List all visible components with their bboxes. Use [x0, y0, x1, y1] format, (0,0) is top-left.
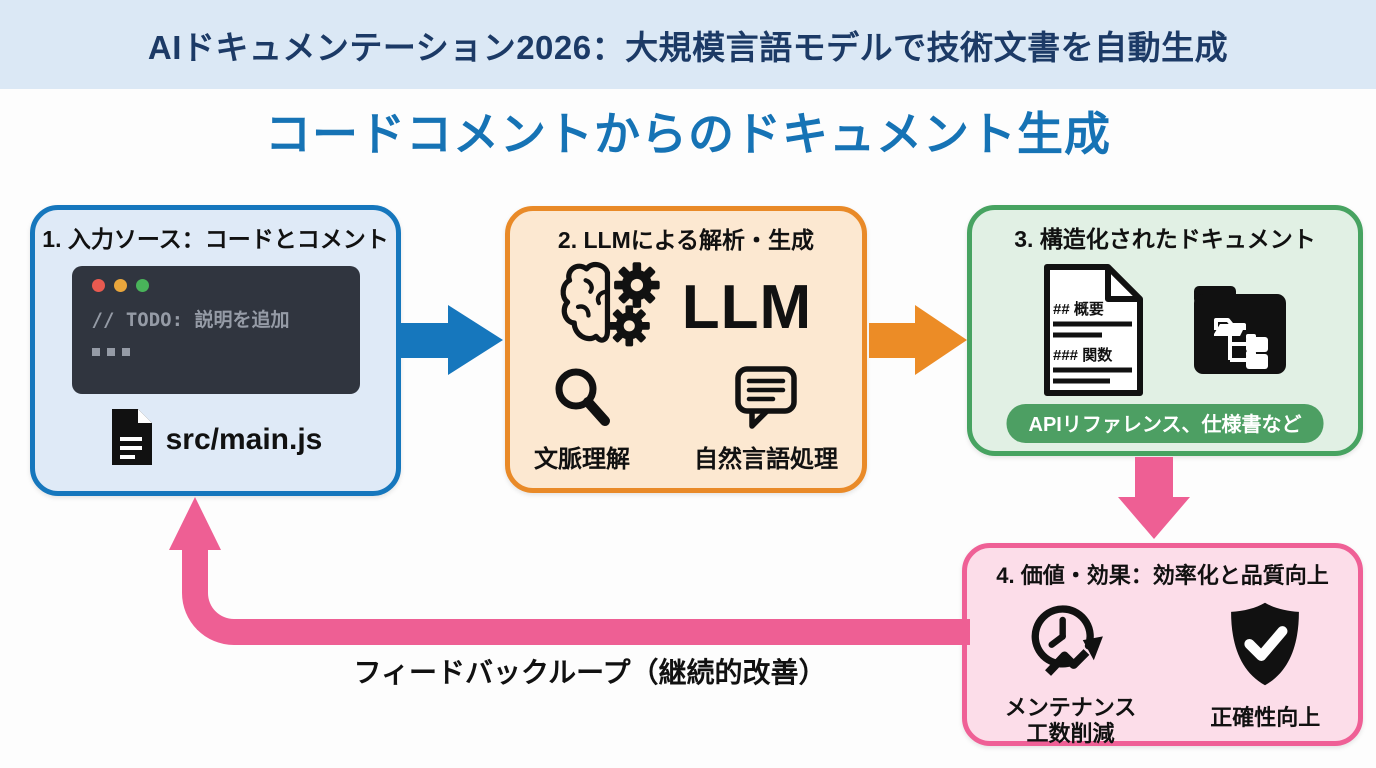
arrow-step1-to-step2: [401, 305, 503, 375]
feedback-loop-label: フィードバックループ（継続的改善）: [353, 657, 827, 688]
benefit-maintenance-label: メンテナンス 工数削減: [1005, 695, 1137, 748]
clock-trend-icon: [1024, 598, 1116, 689]
code-ellipsis: [91, 348, 344, 356]
doc-heading-overview: ## 概要: [1053, 301, 1104, 318]
arrow-step3-to-step4: [1118, 457, 1190, 539]
capability-context: 文脈理解: [534, 364, 630, 474]
code-editor-window: // TODO: 説明を追加: [71, 266, 360, 394]
folder-tree-icon: [1190, 280, 1290, 383]
window-minimize-dot: [113, 279, 127, 292]
step4-title: 4. 価値・効果：効率化と品質向上: [996, 563, 1329, 588]
source-filename: src/main.js: [165, 422, 323, 456]
benefit-maintenance-line2: 工数削減: [1026, 721, 1115, 747]
magnifier-icon: [549, 364, 615, 435]
capability-context-label: 文脈理解: [534, 446, 630, 473]
doc-heading-functions: ### 関数: [1053, 347, 1113, 364]
window-close-dot: [91, 279, 105, 292]
step3-output-box: 3. 構造化されたドキュメント ## 概要 ### 関数: [967, 205, 1363, 456]
step2-title: 2. LLMによる解析・生成: [557, 227, 815, 253]
header-title: AIドキュメンテーション2026：大規模言語モデルで技術文書を自動生成: [147, 28, 1229, 66]
doc-types-badge: APIリファレンス、仕様書など: [1006, 404, 1324, 443]
step4-value-box: 4. 価値・効果：効率化と品質向上 メンテナンス 工数削減: [962, 543, 1363, 746]
benefit-accuracy-label: 正確性向上: [1210, 705, 1320, 731]
capability-nlp-label: 自然言語処理: [694, 446, 838, 473]
step1-input-box: 1. 入力ソース：コードとコメント // TODO: 説明を追加: [30, 205, 401, 496]
benefit-accuracy-text: 正確性向上: [1210, 705, 1321, 730]
arrow-step2-to-step3: [869, 305, 967, 375]
code-comment-line: // TODO: 説明を追加: [91, 309, 290, 331]
benefit-maintenance: メンテナンス 工数削減: [1005, 598, 1137, 748]
llm-row: LLM: [560, 257, 812, 358]
step1-title: 1. 入力ソース：コードとコメント: [42, 226, 389, 252]
llm-label: LLM: [681, 272, 813, 342]
window-controls: [91, 279, 344, 292]
capability-nlp: 自然言語処理: [694, 364, 838, 474]
shield-check-icon: [1223, 600, 1307, 693]
brain-gears-icon: [560, 257, 672, 358]
step2-llm-box: 2. LLMによる解析・生成: [505, 206, 867, 493]
benefits-row: メンテナンス 工数削減 正確性向上: [1005, 598, 1320, 748]
markdown-document-icon: ## 概要 ### 関数: [1040, 262, 1146, 398]
feedback-loop-arrowhead: [169, 497, 221, 550]
documents-row: ## 概要 ### 関数: [1040, 262, 1290, 398]
capabilities-row: 文脈理解 自然言語処理: [534, 364, 838, 474]
source-file-row: src/main.js: [109, 409, 323, 470]
page-title: コードコメントからのドキュメント生成: [265, 108, 1111, 160]
step3-title: 3. 構造化されたドキュメント: [1014, 226, 1316, 252]
file-document-icon: [109, 409, 153, 470]
header-band: AIドキュメンテーション2026：大規模言語モデルで技術文書を自動生成: [0, 0, 1376, 89]
speech-bubble-icon: [733, 364, 799, 435]
benefit-maintenance-line1: メンテナンス: [1004, 695, 1137, 720]
benefit-accuracy: 正確性向上: [1210, 598, 1320, 731]
window-maximize-dot: [135, 279, 149, 292]
feedback-loop-path: [182, 548, 970, 645]
